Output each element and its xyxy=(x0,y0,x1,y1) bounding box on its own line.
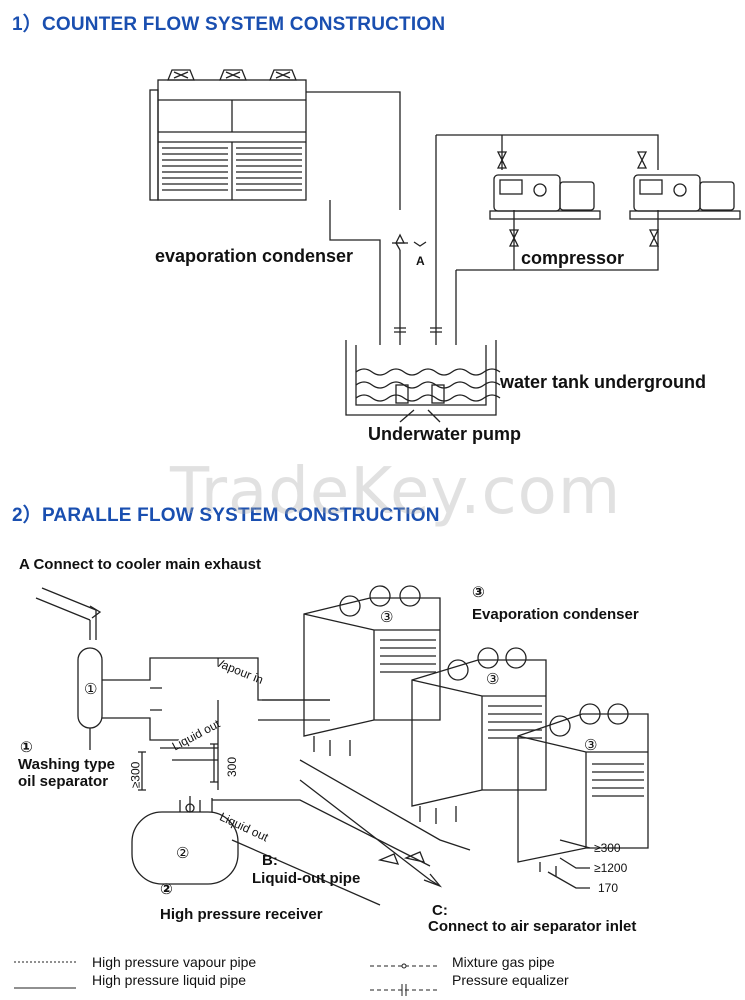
label-dim-300-c: ≥300 xyxy=(594,841,621,855)
marker-num3-unit1: ③ xyxy=(380,609,394,626)
label-underwater-pump: Underwater pump xyxy=(368,424,522,444)
legend-hp-liquid: High pressure liquid pipe xyxy=(92,972,247,988)
marker-num3-unit3: ③ xyxy=(584,737,598,754)
legend-hp-vapour: High pressure vapour pipe xyxy=(92,954,257,970)
compressor-unit-1 xyxy=(489,151,601,247)
label-evaporation-condenser: evaporation condenser xyxy=(155,246,354,266)
label-evap-condenser: Evaporation condenser xyxy=(472,606,639,623)
counter-flow-condenser xyxy=(149,69,307,201)
parallel-condenser-2 xyxy=(411,647,547,824)
compressor-unit-2 xyxy=(629,151,741,247)
label-dim-1200: ≥1200 xyxy=(594,861,628,875)
label-dim-300-b: 300 xyxy=(225,756,240,778)
parallel-condenser-3 xyxy=(517,703,649,876)
marker-num3-unit2: ③ xyxy=(486,671,500,688)
watermark: TradeKey.com xyxy=(170,455,622,529)
parallel-condenser-1 xyxy=(303,585,441,756)
label-liquid-out-pipe: Liquid-out pipe xyxy=(252,870,361,887)
section1-heading: 1）COUNTER FLOW SYSTEM CONSTRUCTION xyxy=(12,14,446,35)
label-dim-170: 170 xyxy=(598,881,619,895)
marker-num3-legend: ③ xyxy=(472,584,485,601)
marker-num1-legend: ① xyxy=(20,739,33,756)
label-washing-line2: oil separator xyxy=(18,773,109,790)
label-connect-c: Connect to air separator inlet xyxy=(428,918,637,935)
label-dim-300-a: ≥300 xyxy=(128,761,143,789)
label-receiver: High pressure receiver xyxy=(160,906,323,923)
marker-num2-legend: ② xyxy=(160,881,173,898)
oil-separator xyxy=(77,647,103,750)
legend-pressure-eq: Pressure equalizer xyxy=(452,972,569,988)
water-tank xyxy=(345,340,501,423)
label-b: B: xyxy=(262,852,278,869)
label-c: C: xyxy=(432,902,448,919)
label-valve-a: A xyxy=(416,254,425,268)
marker-num1: ① xyxy=(84,681,98,698)
section2-heading: 2）PARALLE FLOW SYSTEM CONSTRUCTION xyxy=(12,505,440,526)
label-compressor: compressor xyxy=(521,248,625,268)
legend-mixture-gas: Mixture gas pipe xyxy=(452,954,555,970)
label-washing-line1: Washing type xyxy=(18,756,115,773)
label-water-tank: water tank underground xyxy=(500,372,707,392)
high-pressure-receiver xyxy=(131,796,239,885)
marker-num2: ② xyxy=(176,845,190,862)
label-connect-a: A Connect to cooler main exhaust xyxy=(19,556,261,573)
